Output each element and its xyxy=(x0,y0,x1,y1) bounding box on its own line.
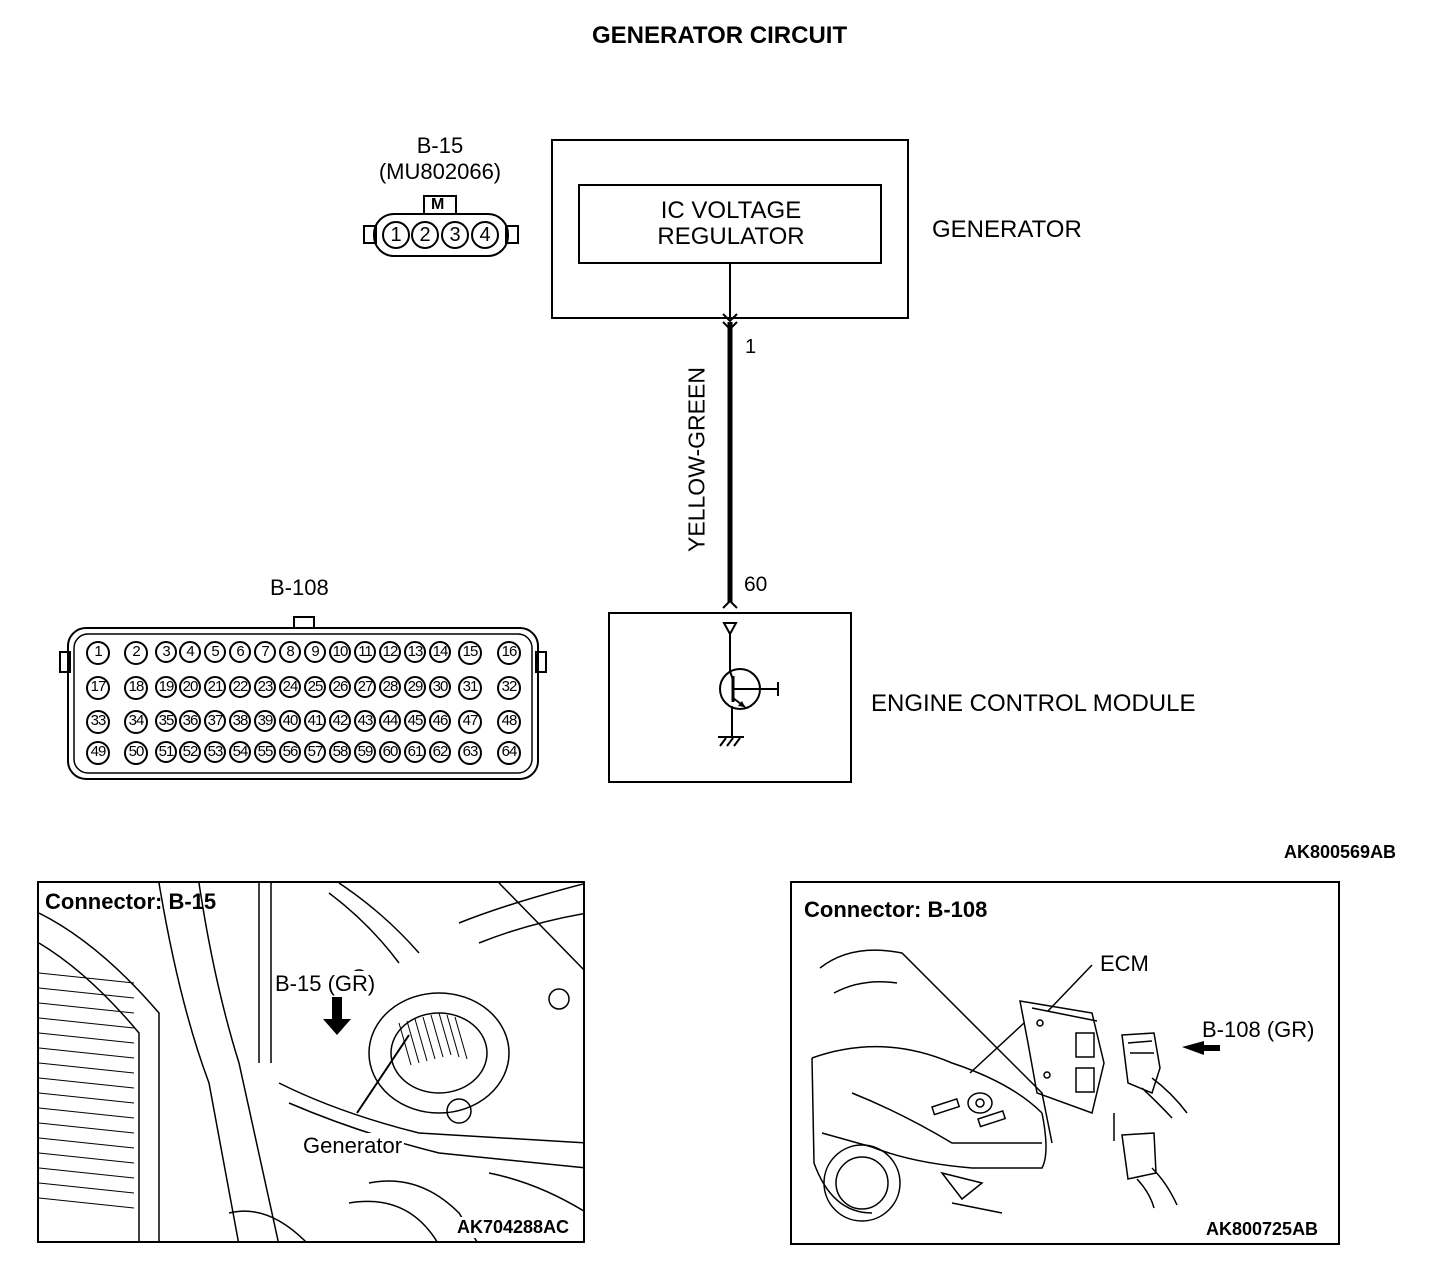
b108-pin: 34 xyxy=(124,710,148,734)
b108-pin: 41 xyxy=(304,710,326,732)
b108-pin: 9 xyxy=(304,641,326,663)
b15-key-letter: M xyxy=(431,196,445,213)
b108-pin: 7 xyxy=(254,641,276,663)
b108-pin: 16 xyxy=(497,641,521,665)
b108-pin: 11 xyxy=(354,641,376,663)
ecm-terminal-number: 60 xyxy=(744,573,768,596)
generator-terminal-number: 1 xyxy=(745,336,757,358)
b108-pin: 17 xyxy=(86,676,110,700)
b108-pin: 53 xyxy=(204,741,226,763)
b108-connector-caption: B-108 xyxy=(270,575,329,600)
ecm-terminal-chevron xyxy=(722,599,738,609)
b108-pin: 37 xyxy=(204,710,226,732)
b108-pin: 38 xyxy=(229,710,251,732)
b108-pin: 48 xyxy=(497,710,521,734)
b108-pin: 57 xyxy=(304,741,326,763)
b108-pin: 51 xyxy=(155,741,177,763)
generator-callout: Generator xyxy=(301,1133,405,1159)
b108-pin: 45 xyxy=(404,710,426,732)
b108-pin: 36 xyxy=(179,710,201,732)
b108-pin: 58 xyxy=(329,741,351,763)
b108-pin: 5 xyxy=(204,641,226,663)
b108-pin: 44 xyxy=(379,710,401,732)
generator-label: GENERATOR xyxy=(932,216,1082,243)
generator-terminal-chevron xyxy=(722,313,738,323)
b108-pin: 43 xyxy=(354,710,376,732)
b108-pin: 64 xyxy=(497,741,521,765)
b108-pin: 31 xyxy=(458,676,482,700)
b108-pin: 18 xyxy=(124,676,148,700)
b108-pin: 60 xyxy=(379,741,401,763)
b108-pin: 47 xyxy=(458,710,482,734)
ecm-callout: ECM xyxy=(1100,951,1149,976)
connector-b15-photo-panel: Connector: B-15 B-15 (GR) Generator AK70… xyxy=(37,881,585,1243)
wire-color-label: YELLOW-GREEN xyxy=(683,367,710,552)
b108-pin: 21 xyxy=(204,676,226,698)
b108-pin: 6 xyxy=(229,641,251,663)
b108-pin: 63 xyxy=(458,741,482,765)
b108-pin: 8 xyxy=(279,641,301,663)
b108-pin: 56 xyxy=(279,741,301,763)
b108-pin: 13 xyxy=(404,641,426,663)
b15-callout: B-15 (GR) xyxy=(273,971,378,997)
b108-pin: 32 xyxy=(497,676,521,700)
b108-pin: 2 xyxy=(124,641,148,665)
b108-pin: 62 xyxy=(429,741,451,763)
b108-pin: 25 xyxy=(304,676,326,698)
b108-pin: 26 xyxy=(329,676,351,698)
regulator-label: IC VOLTAGE REGULATOR xyxy=(657,197,805,250)
vehicle-illustration xyxy=(811,949,1220,1222)
b108-pin: 23 xyxy=(254,676,276,698)
diagram-code: AK800569AB xyxy=(1284,842,1397,862)
diagram-title: GENERATOR CIRCUIT xyxy=(592,22,848,49)
ecm-label: ENGINE CONTROL MODULE xyxy=(871,690,1196,717)
b108-pin: 59 xyxy=(354,741,376,763)
b108-pin: 30 xyxy=(429,676,451,698)
b108-pin: 3 xyxy=(155,641,177,663)
b108-pin: 40 xyxy=(279,710,301,732)
b108-pin: 61 xyxy=(404,741,426,763)
b15-pin: 2 xyxy=(411,221,439,249)
b108-pin: 55 xyxy=(254,741,276,763)
b108-pin: 54 xyxy=(229,741,251,763)
panel-left-code: AK704288AC xyxy=(457,1217,570,1238)
b108-pin: 52 xyxy=(179,741,201,763)
b15-pin: 1 xyxy=(382,221,410,249)
b15-pin: 4 xyxy=(471,221,499,249)
b108-callout: B-108 (GR) xyxy=(1202,1017,1315,1042)
b108-pin: 29 xyxy=(404,676,426,698)
b108-pin: 33 xyxy=(86,710,110,734)
b108-pin: 10 xyxy=(329,641,351,663)
b108-pin: 50 xyxy=(124,741,148,765)
b108-pin: 19 xyxy=(155,676,177,698)
b108-pin: 1 xyxy=(86,641,110,665)
b108-pin: 24 xyxy=(279,676,301,698)
b108-pin: 4 xyxy=(179,641,201,663)
panel-left-title: Connector: B-15 xyxy=(45,889,217,914)
b108-pin: 42 xyxy=(329,710,351,732)
b108-pin: 22 xyxy=(229,676,251,698)
b108-pin: 49 xyxy=(86,741,110,765)
b108-pin: 15 xyxy=(458,641,482,665)
b108-pin: 27 xyxy=(354,676,376,698)
b108-pin: 28 xyxy=(379,676,401,698)
b108-pin: 14 xyxy=(429,641,451,663)
b108-pin: 35 xyxy=(155,710,177,732)
b108-pin: 12 xyxy=(379,641,401,663)
b15-pin: 3 xyxy=(441,221,469,249)
b108-pin: 39 xyxy=(254,710,276,732)
panel-right-code: AK800725AB xyxy=(1206,1219,1319,1239)
b108-pin: 46 xyxy=(429,710,451,732)
engine-bay-illustration xyxy=(39,883,583,1241)
b108-pin: 20 xyxy=(179,676,201,698)
connector-b108-photo-panel: Connector: B-108 ECM B-108 (GR) AK800725… xyxy=(790,881,1340,1245)
b15-connector-caption: B-15 (MU802066) xyxy=(378,133,502,184)
panel-right-title: Connector: B-108 xyxy=(804,897,988,922)
ecm-box xyxy=(608,612,852,783)
